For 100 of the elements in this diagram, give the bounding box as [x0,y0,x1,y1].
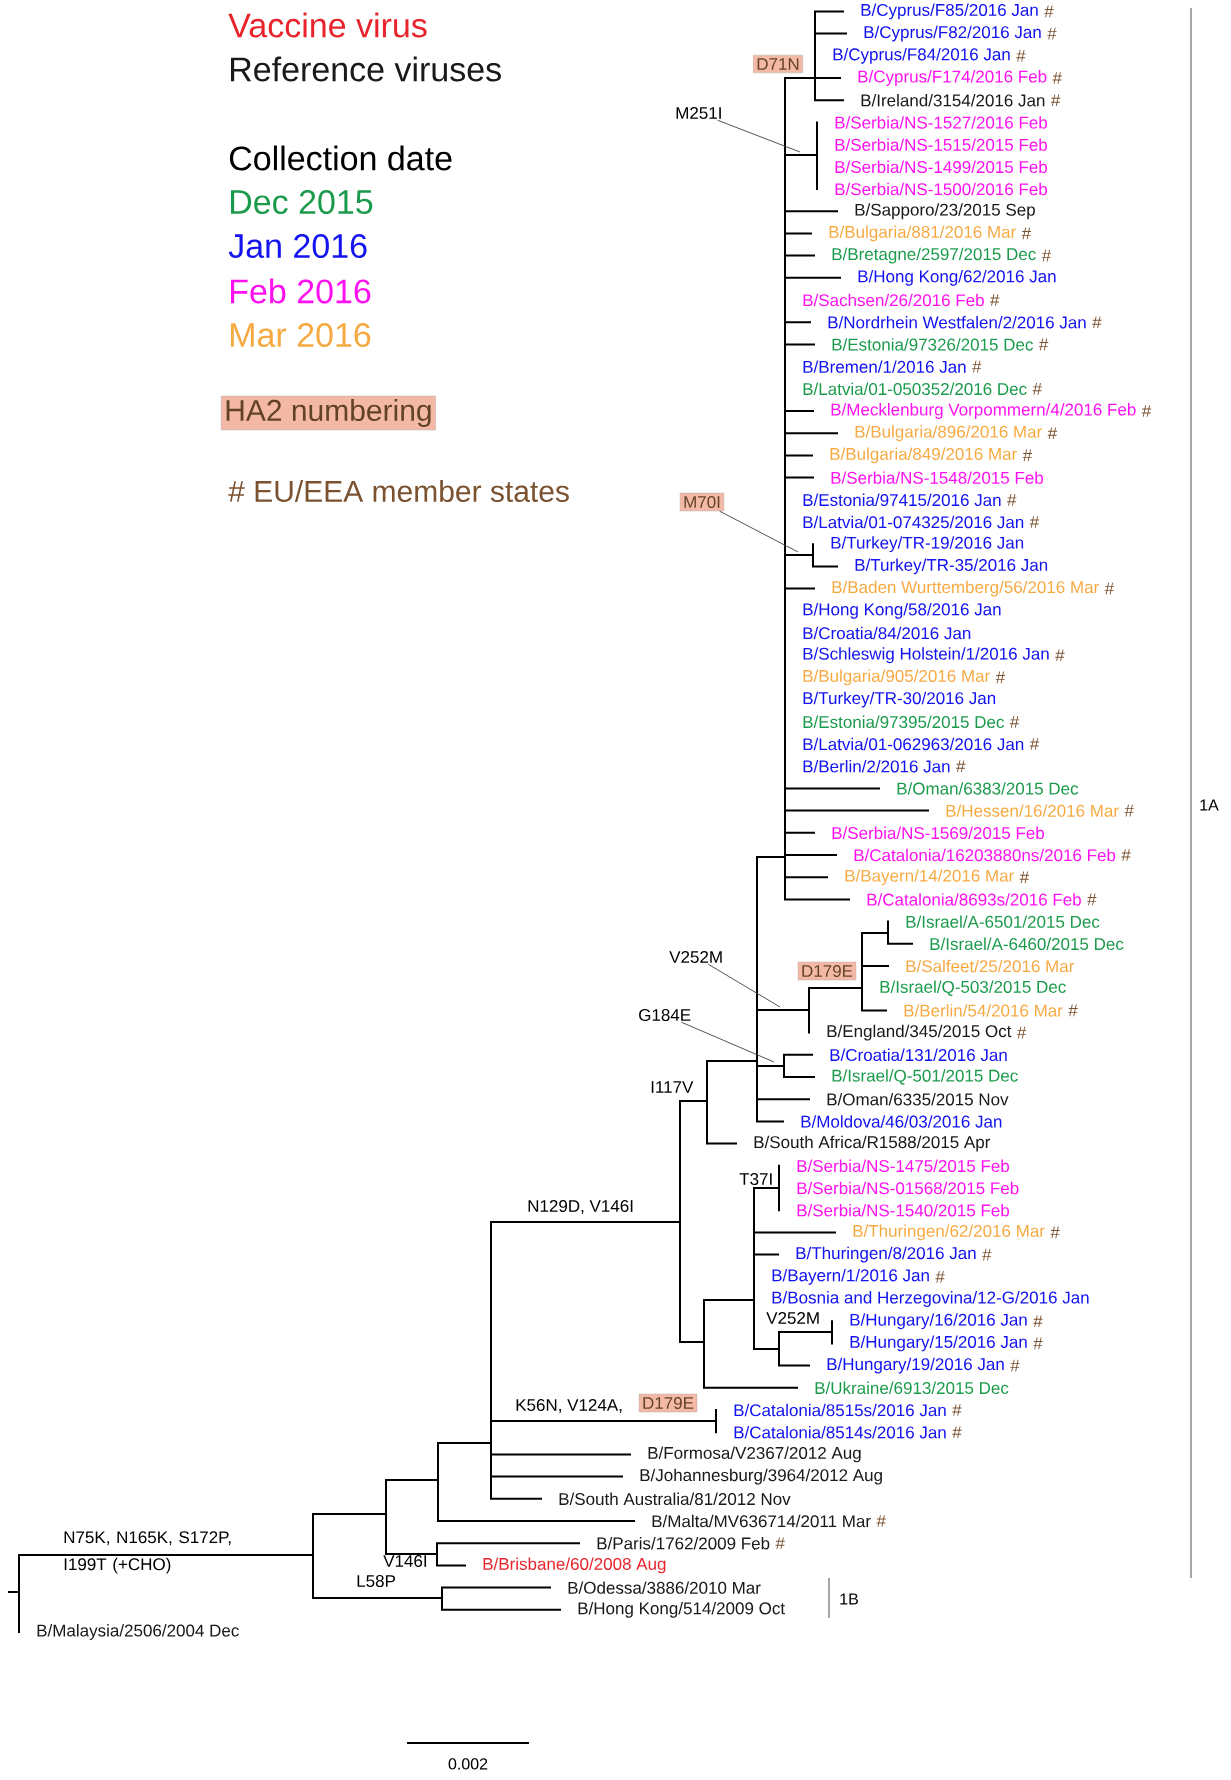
numbering-key-box: HA2 numbering [221,395,436,431]
mutation-label: M251I [676,107,721,120]
mutation-label: K56N, V124A, [516,1399,622,1414]
strain-label: B/Israel/Q-501/2015 Dec [832,1069,1018,1085]
mutation-box: M70I [679,492,725,512]
legend-note: # EU/EEA member states [228,480,569,503]
strain-label: B/Bulgaria/896/2016 Mar [855,425,1042,442]
strain-label: B/Serbia/NS-1540/2015 Feb [797,1204,1009,1217]
strain-label: B/Bulgaria/849/2016 Mar [830,447,1017,464]
hash-mark: # [1016,1026,1027,1039]
strain-label: B/Serbia/NS-1527/2016 Feb [835,116,1047,129]
hash-mark: # [876,1515,886,1527]
legend-entry: Jan 2016 [228,233,367,259]
mutation-label: I117V [651,1081,694,1093]
strain-label: B/Bulgaria/905/2016 Mar [803,669,990,686]
strain-label: B/Thuringen/8/2016 Jan [796,1246,976,1263]
hash-mark: # [1009,716,1020,728]
hash-mark: # [1055,649,1065,662]
hash-mark: # [1019,871,1030,884]
strain-label: B/Oman/6383/2015 Dec [897,782,1079,795]
strain-label: B/Salfeet/25/2016 Mar [906,959,1075,973]
hash-mark: # [1124,804,1134,817]
strain-label: B/Israel/Q-503/2015 Dec [880,980,1066,996]
hash-mark: # [1032,383,1042,395]
hash-mark: # [1092,316,1102,329]
mutation-box: D71N [753,54,803,74]
strain-label: B/Serbia/NS-1499/2015 Feb [835,160,1047,174]
legend-entry: Feb 2016 [231,278,371,304]
mutation-label: V252M [669,951,722,964]
strain-label: B/Baden Wurttemberg/56/2016 Mar [832,580,1099,597]
hash-mark: # [1121,849,1131,861]
strain-label: B/Israel/A-6460/2015 Dec [930,937,1124,951]
strain-label: B/Bulgaria/881/2016 Mar [829,225,1016,242]
strain-label: B/Turkey/TR-19/2016 Jan [831,536,1024,553]
strain-label: B/Serbia/NS-1548/2015 Feb [831,471,1043,484]
strain-label: B/Paris/1762/2009 Feb [597,1537,770,1550]
strain-label: B/Hong Kong/62/2016 Jan [858,269,1056,286]
strain-label: B/Nordrhein Westfalen/2/2016 Jan [828,316,1086,329]
strain-label: B/Catalonia/8693s/2016 Feb [867,893,1081,906]
hash-mark: # [952,1404,962,1416]
hash-mark: # [972,360,982,373]
mutation-box: D179E [797,961,857,981]
hash-mark: # [1050,94,1061,107]
strain-label: B/Odessa/3886/2010 Mar [568,1581,761,1594]
strain-label: B/Ukraine/6913/2015 Dec [815,1381,1009,1395]
hash-mark: # [982,1248,992,1261]
strain-label: B/Estonia/97326/2015 Dec [832,338,1033,351]
strain-label: B/Turkey/TR-30/2016 Jan [803,691,996,708]
strain-label: B/Israel/A-6501/2015 Dec [906,915,1100,928]
mutation-label: T37I [739,1173,772,1186]
strain-label: B/Estonia/97415/2016 Jan [803,493,1001,507]
strain-label: B/Bayern/14/2016 Mar [845,869,1014,886]
hash-mark: # [1087,893,1097,906]
strain-label: B/Malaysia/2506/2004 Dec [37,1624,239,1640]
mutation-label: V146I [383,1555,427,1568]
hash-mark: # [1022,449,1033,462]
hash-mark: # [1033,1337,1043,1350]
mutation-label: G184E [639,1009,691,1022]
hash-mark: # [1050,1226,1060,1239]
strain-label: B/South Australia/81/2012 Nov [559,1492,791,1506]
strain-label: B/Hong Kong/514/2009 Oct [578,1601,785,1618]
legend-entry: Reference viruses [231,56,501,82]
strain-label: B/Ireland/3154/2016 Jan [861,93,1045,107]
hash-mark: # [1052,72,1062,84]
strain-label: B/Catalonia/16203880ns/2016 Feb [854,848,1116,862]
strain-label: B/Schleswig Holstein/1/2016 Jan [803,647,1049,664]
hash-mark: # [1016,50,1026,62]
strain-label: B/Turkey/TR-35/2016 Jan [855,558,1048,575]
strain-label: B/Thuringen/62/2016 Mar [853,1224,1045,1241]
strain-label: B/Berlin/54/2016 Mar [904,1004,1063,1017]
strain-label: B/Serbia/NS-01568/2015 Feb [797,1181,1019,1195]
strain-label: B/Malta/MV636714/2011 Mar [652,1514,871,1528]
hash-mark: # [1038,338,1049,351]
strain-label: B/Cyprus/F174/2016 Feb [858,70,1047,86]
strain-label: B/Catalonia/8514s/2016 Jan [734,1426,946,1439]
strain-label: B/Bretagne/2597/2015 Dec [832,247,1036,264]
leader-line [717,119,801,153]
strain-label: B/Latvia/01-074325/2016 Jan [803,515,1024,529]
strain-label: B/Oman/6335/2015 Nov [827,1093,1009,1106]
hash-mark: # [1029,738,1040,750]
hash-mark: # [1029,516,1040,528]
hash-mark: # [1047,427,1058,440]
strain-label: B/Estonia/97395/2015 Dec [803,715,1004,729]
scale-label: 0.002 [448,1758,488,1770]
strain-label: B/Hessen/16/2016 Mar [946,804,1119,817]
hash-mark: # [935,1271,945,1283]
strain-label: B/Sapporo/23/2015 Sep [855,203,1035,220]
clade-label: 1B [840,1593,858,1605]
strain-label: B/Catalonia/8515s/2016 Jan [734,1403,946,1417]
hash-mark: # [1141,405,1152,417]
strain-label: B/Serbia/NS-1515/2015 Feb [835,138,1047,151]
legend-heading: Collection date [229,145,452,171]
strain-label: B/Hungary/16/2016 Jan [850,1313,1027,1330]
strain-label: B/Serbia/NS-1475/2015 Feb [797,1159,1009,1173]
legend-entry: Vaccine virus [228,12,427,38]
mutation-label: N75K, N165K, S172P, I199T (+CHO) [64,1531,231,1574]
hash-mark: # [1047,27,1057,40]
strain-label: B/Latvia/01-062963/2016 Jan [803,737,1024,751]
strain-label: B/Berlin/2/2016 Jan [803,760,950,773]
legend-entry: Mar 2016 [231,322,371,348]
